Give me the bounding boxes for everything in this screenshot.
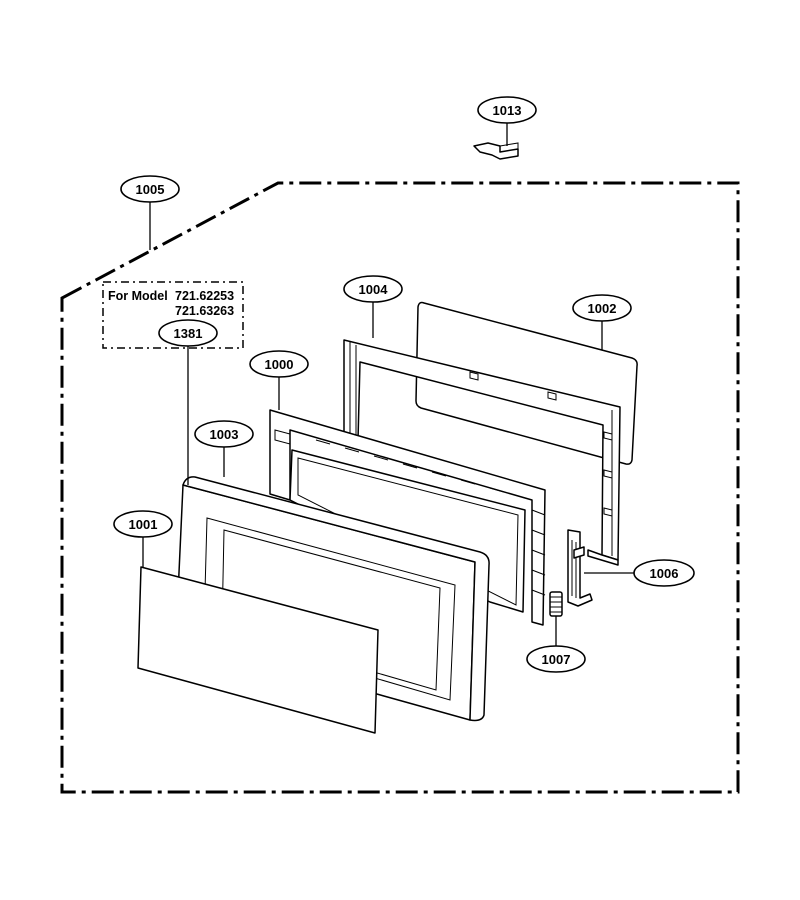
callout-1004-label: 1004 [359, 282, 389, 297]
part-1001-front-panel [137, 566, 379, 734]
callout-1003: 1003 [194, 420, 254, 448]
callout-1381: 1381 [158, 319, 218, 347]
model-note-model-a: 721.62253 [175, 289, 234, 303]
callout-1007-label: 1007 [542, 652, 571, 667]
callout-1004: 1004 [343, 275, 403, 303]
callout-1002: 1002 [572, 294, 632, 322]
callout-1001-label: 1001 [129, 517, 158, 532]
model-note: For Model 721.62253 721.63263 [102, 281, 244, 349]
model-note-model-b: 721.63263 [175, 304, 234, 318]
callout-1005: 1005 [120, 175, 180, 203]
model-note-prefix: For Model [108, 289, 168, 303]
callout-1002-label: 1002 [588, 301, 617, 316]
callout-1000-label: 1000 [265, 357, 294, 372]
callout-1006-label: 1006 [650, 566, 679, 581]
callout-1381-label: 1381 [174, 326, 203, 341]
callout-1000: 1000 [249, 350, 309, 378]
model-note-box [102, 281, 244, 349]
assembly-boundary [60, 181, 740, 794]
callout-1007: 1007 [526, 645, 586, 673]
part-1006-latch [567, 529, 593, 607]
leader-lines [142, 122, 634, 646]
part-1002-door-glass [415, 301, 638, 465]
part-1013-clip [473, 142, 519, 160]
part-1007-spring [549, 591, 563, 617]
callout-1013-label: 1013 [493, 103, 522, 118]
callout-1003-label: 1003 [210, 427, 239, 442]
callout-1013: 1013 [477, 96, 537, 124]
callout-1005-label: 1005 [136, 182, 165, 197]
callout-1006: 1006 [633, 559, 695, 587]
callout-1001: 1001 [113, 510, 173, 538]
